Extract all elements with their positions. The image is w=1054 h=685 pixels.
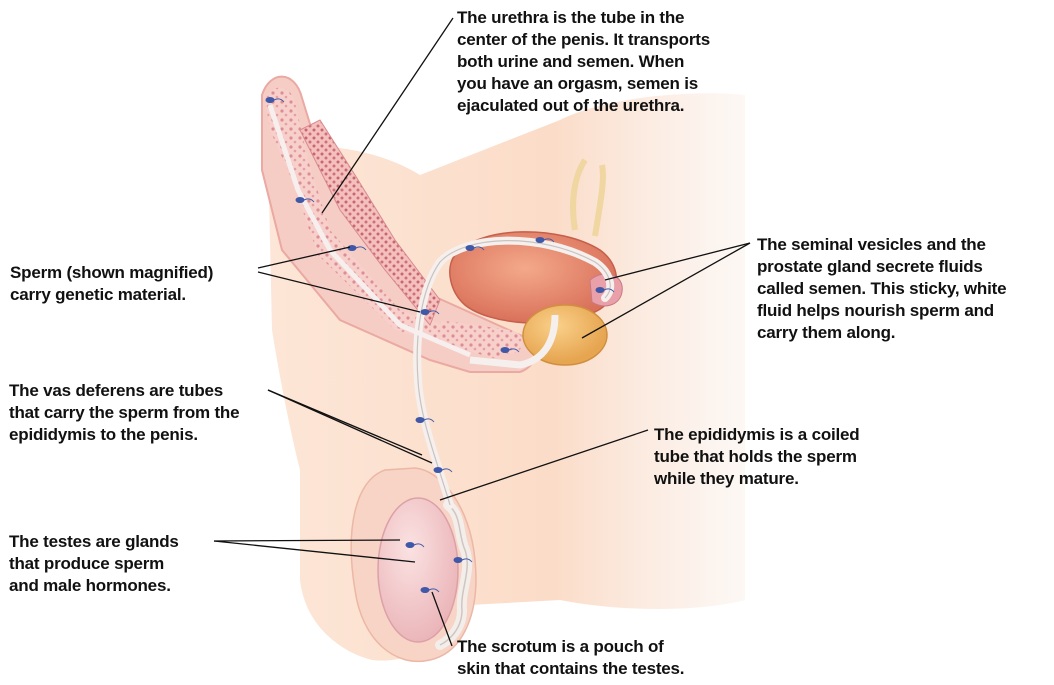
- testes-label-line: that produce sperm: [9, 553, 179, 575]
- epididymis-segment-text: tube that holds the sperm: [654, 447, 857, 466]
- sperm-segment-text: carry genetic material.: [10, 285, 186, 304]
- seminal-label-line: carry them along.: [757, 322, 1006, 344]
- scrotum-label-line: skin that contains the testes.: [457, 658, 684, 680]
- vas-segment-text: that carry the sperm from the: [9, 403, 239, 422]
- vas-label-line: that carry the sperm from the: [9, 402, 239, 424]
- testes-label-line: and male hormones.: [9, 575, 179, 597]
- urethra-segment-text: center of the penis. It transports: [457, 30, 710, 49]
- urethra-segment-text: is the tube in the: [548, 8, 684, 27]
- testes-segment-text: The: [9, 532, 43, 551]
- sperm-label-line: Sperm (shown magnified): [10, 262, 213, 284]
- vas-segment-text: epididymis to the penis.: [9, 425, 198, 444]
- vas-segment-text: The: [9, 381, 43, 400]
- vas-segment-text: are tubes: [145, 381, 223, 400]
- testis: [378, 498, 458, 642]
- scrotum-segment-text: The: [457, 637, 491, 656]
- testes-segment-text: are glands: [91, 532, 179, 551]
- seminal-term-text: prostate gland: [757, 257, 871, 276]
- seminal-label-line: fluid helps nourish sperm and: [757, 300, 1006, 322]
- seminal-label-line: The seminal vesicles and the: [757, 234, 1006, 256]
- scrotum-segment-text: skin that contains the testes.: [457, 659, 684, 678]
- testes-term-text: testes: [43, 532, 91, 551]
- urethra-segment-text: you have an orgasm, semen is: [457, 74, 698, 93]
- scrotum-segment-text: is a pouch of: [557, 637, 664, 656]
- seminal-segment-text: This sticky, white: [866, 279, 1006, 298]
- urethra-label-line: The urethra is the tube in the: [457, 7, 710, 29]
- epididymis-segment-text: is a coiled: [775, 425, 860, 444]
- scrotum-term-text: scrotum: [491, 637, 557, 656]
- urethra-segment-text: both urine and semen. When: [457, 52, 684, 71]
- sperm-term-text: Sperm: [10, 263, 62, 282]
- urethra-segment-text: ejaculated out of the urethra.: [457, 96, 684, 115]
- epididymis-label-line: while they mature.: [654, 468, 860, 490]
- vas-term-text: vas deferens: [43, 381, 145, 400]
- sperm-label-line: carry genetic material.: [10, 284, 213, 306]
- urethra-term-text: urethra: [491, 8, 548, 27]
- testes-segment-text: and male hormones.: [9, 576, 171, 595]
- epididymis-label-line: The epididymis is a coiled: [654, 424, 860, 446]
- seminal-segment-text: The: [757, 235, 791, 254]
- seminal-term-text: seminal vesicles: [791, 235, 922, 254]
- sperm-segment-text: (shown magnified): [62, 263, 213, 282]
- urethra-label-line: ejaculated out of the urethra.: [457, 95, 710, 117]
- urethra-segment-text: The: [457, 8, 491, 27]
- testes-label-line: The testes are glands: [9, 531, 179, 553]
- epididymis-label-line: tube that holds the sperm: [654, 446, 860, 468]
- seminal-segment-text: fluid helps nourish sperm and: [757, 301, 994, 320]
- seminal-segment-text: called: [757, 279, 809, 298]
- sperm-label: Sperm (shown magnified)carry genetic mat…: [10, 262, 213, 306]
- urethra-label-line: you have an orgasm, semen is: [457, 73, 710, 95]
- testes-segment-text: that produce sperm: [9, 554, 164, 573]
- epididymis-term-text: epididymis: [688, 425, 775, 444]
- seminal-label-line: called semen. This sticky, white: [757, 278, 1006, 300]
- scrotum-label-line: The scrotum is a pouch of: [457, 636, 684, 658]
- seminal-segment-text: and the: [922, 235, 986, 254]
- seminal-segment-text: secrete fluids: [871, 257, 982, 276]
- seminal-segment-text: carry them along.: [757, 323, 895, 342]
- seminal-label-line: prostate gland secrete fluids: [757, 256, 1006, 278]
- vas-label-line: The vas deferens are tubes: [9, 380, 239, 402]
- vas-label-line: epididymis to the penis.: [9, 424, 239, 446]
- urethra-label-line: center of the penis. It transports: [457, 29, 710, 51]
- epididymis-segment-text: while they mature.: [654, 469, 799, 488]
- epididymis-segment-text: The: [654, 425, 688, 444]
- urethra-label-line: both urine and semen. When: [457, 51, 710, 73]
- seminal-term-text: semen.: [809, 279, 866, 298]
